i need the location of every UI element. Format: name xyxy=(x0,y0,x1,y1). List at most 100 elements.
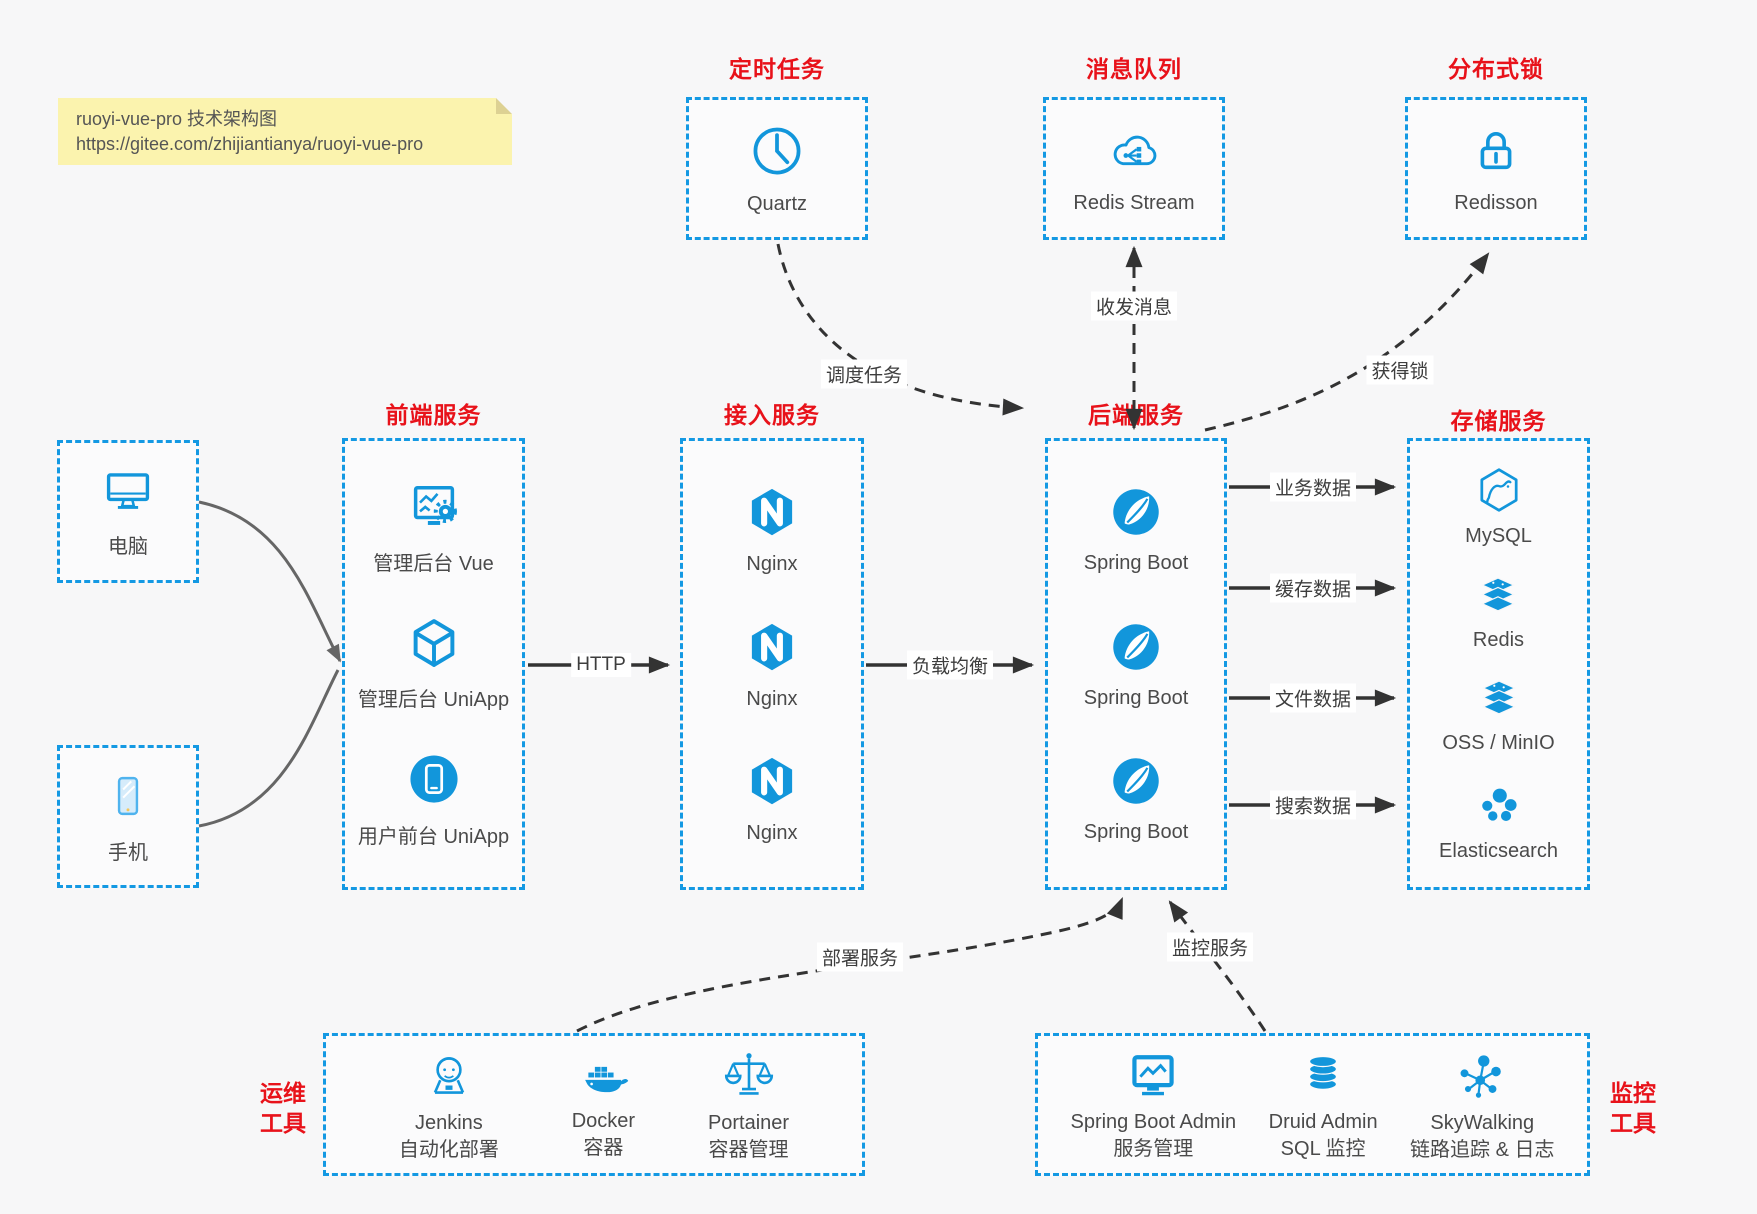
skywalking-name: SkyWalking xyxy=(1430,1112,1535,1134)
pc-item: 电脑 xyxy=(99,464,157,559)
nginx-label: Nginx xyxy=(746,552,798,575)
elasticsearch-item: Elasticsearch xyxy=(1439,780,1558,863)
spring-boot-label: Spring Boot xyxy=(1083,686,1189,709)
schedule-task-label: 调度任务 xyxy=(820,359,908,389)
spring-boot-item: Spring Boot xyxy=(1083,484,1189,575)
ops-title-line1: 运维 xyxy=(260,1080,306,1106)
note-url: https://gitee.com/zhijiantianya/ruoyi-vu… xyxy=(76,134,424,154)
elasticsearch-label: Elasticsearch xyxy=(1439,839,1558,862)
portainer-item: Portainer 容器管理 xyxy=(708,1047,789,1162)
skywalking-desc: 链路追踪 & 日志 xyxy=(1410,1139,1555,1161)
pc-to-frontend-curve xyxy=(198,500,342,663)
spring-boot-admin-desc: 服务管理 xyxy=(1113,1138,1194,1160)
monitor-service-label: 监控服务 xyxy=(1166,932,1254,962)
load-balance-label: 负载均衡 xyxy=(906,650,994,680)
redis-stream-box: Redis Stream xyxy=(1043,97,1225,240)
quartz-label: Quartz xyxy=(746,193,808,215)
title-monitor-tools: 监控 工具 xyxy=(1598,1078,1668,1138)
monitor-title-line2: 工具 xyxy=(1610,1110,1656,1136)
redis-item: Redis xyxy=(1473,573,1524,652)
docker-desc: 容器 xyxy=(583,1137,624,1159)
pc-box: 电脑 xyxy=(57,440,199,583)
jenkins-name: Jenkins xyxy=(414,1112,483,1134)
title-message-queue: 消息队列 xyxy=(1086,56,1182,82)
jenkins-desc: 自动化部署 xyxy=(398,1139,499,1161)
docker-item: Docker 容器 xyxy=(572,1049,635,1160)
mobile-app-circle-icon xyxy=(405,750,463,813)
redis-label: Redis xyxy=(1472,628,1525,651)
nginx-item: Nginx xyxy=(744,618,800,711)
deploy-service-label: 部署服务 xyxy=(816,942,904,972)
business-data-label: 业务数据 xyxy=(1269,472,1357,502)
nginx-label: Nginx xyxy=(746,822,798,845)
lock-icon xyxy=(1467,122,1525,185)
spring-boot-label: Spring Boot xyxy=(1083,552,1189,575)
spring-boot-admin-item: Spring Boot Admin 服务管理 xyxy=(1070,1048,1236,1161)
redis-stack-icon xyxy=(1473,573,1523,624)
spring-icon xyxy=(1108,484,1164,545)
user-uniapp-item: 用户前台 UniApp xyxy=(358,750,509,849)
desktop-icon xyxy=(99,464,157,523)
druid-admin-desc: SQL 监控 xyxy=(1280,1138,1366,1160)
title-storage-services: 存储服务 xyxy=(1450,408,1547,434)
phone-to-frontend-curve xyxy=(198,669,340,828)
phone-label: 手机 xyxy=(108,842,148,864)
mysql-icon xyxy=(1474,465,1524,520)
monitor-chart-icon xyxy=(1124,1048,1182,1107)
quartz-box: Quartz xyxy=(686,97,868,240)
database-icon xyxy=(1296,1048,1350,1107)
title-distributed-lock: 分布式锁 xyxy=(1448,56,1544,82)
redisson-item: Redisson xyxy=(1454,122,1538,215)
nginx-item: Nginx xyxy=(744,752,800,845)
nginx-icon xyxy=(744,618,800,681)
search-data-label: 搜索数据 xyxy=(1269,790,1357,820)
file-data-label: 文件数据 xyxy=(1269,683,1357,713)
cloud-stream-icon xyxy=(1103,122,1165,185)
nginx-icon xyxy=(744,483,800,546)
docker-name: Docker xyxy=(571,1110,636,1132)
title-frontend-services: 前端服务 xyxy=(385,402,482,428)
portainer-desc: 容器管理 xyxy=(708,1139,789,1161)
admin-vue-label: 管理后台 Vue xyxy=(373,553,494,576)
oss-minio-label: OSS / MinIO xyxy=(1442,732,1555,755)
portainer-name: Portainer xyxy=(707,1112,790,1134)
redis-stream-label: Redis Stream xyxy=(1073,192,1195,214)
redisson-label: Redisson xyxy=(1454,192,1538,214)
pc-label: 电脑 xyxy=(108,536,148,558)
oss-minio-item: OSS / MinIO xyxy=(1442,676,1555,755)
druid-admin-item: Druid Admin SQL 监控 xyxy=(1269,1048,1378,1161)
uniapp-cube-icon xyxy=(406,615,462,676)
spring-icon xyxy=(1108,753,1164,814)
spring-icon xyxy=(1108,619,1164,680)
admin-vue-item: 管理后台 Vue xyxy=(373,479,494,576)
skywalking-item: SkyWalking 链路追踪 & 日志 xyxy=(1410,1047,1555,1162)
title-access-services: 接入服务 xyxy=(724,402,820,428)
access-box: Nginx Nginx Nginx xyxy=(680,438,864,890)
nginx-item: Nginx xyxy=(744,483,800,576)
ops-tools-box: Jenkins 自动化部署 Docker 容器 Portainer 容器管理 xyxy=(323,1033,865,1176)
node-cluster-icon xyxy=(1454,1047,1510,1108)
spring-boot-admin-name: Spring Boot Admin xyxy=(1070,1111,1237,1133)
redis-stream-item: Redis Stream xyxy=(1073,122,1195,215)
cache-data-label: 缓存数据 xyxy=(1269,573,1357,603)
nginx-label: Nginx xyxy=(746,687,798,710)
jenkins-item: Jenkins 自动化部署 xyxy=(399,1047,499,1162)
acquire-lock-label: 获得锁 xyxy=(1366,355,1434,385)
storage-box: MySQL Redis OSS / MinIO Elasticsearch xyxy=(1407,438,1590,890)
elasticsearch-icon xyxy=(1474,780,1524,835)
backend-box: Spring Boot Spring Boot Spring Boot xyxy=(1045,438,1227,890)
ops-title-line2: 工具 xyxy=(260,1110,306,1136)
sticky-note: ruoyi-vue-pro 技术架构图 https://gitee.com/zh… xyxy=(58,98,512,165)
druid-admin-name: Druid Admin xyxy=(1268,1111,1378,1133)
nginx-icon xyxy=(744,752,800,815)
spring-boot-label: Spring Boot xyxy=(1083,820,1189,843)
phone-item: 手机 xyxy=(102,768,154,865)
frontend-box: 管理后台 Vue 管理后台 UniApp 用户前台 UniApp xyxy=(342,438,525,890)
title-ops-tools: 运维 工具 xyxy=(248,1078,318,1138)
monitor-title-line1: 监控 xyxy=(1610,1080,1656,1106)
quartz-item: Quartz xyxy=(747,121,807,216)
spring-boot-item: Spring Boot xyxy=(1083,753,1189,844)
clock-icon xyxy=(747,121,807,186)
title-scheduled-tasks: 定时任务 xyxy=(729,56,825,82)
